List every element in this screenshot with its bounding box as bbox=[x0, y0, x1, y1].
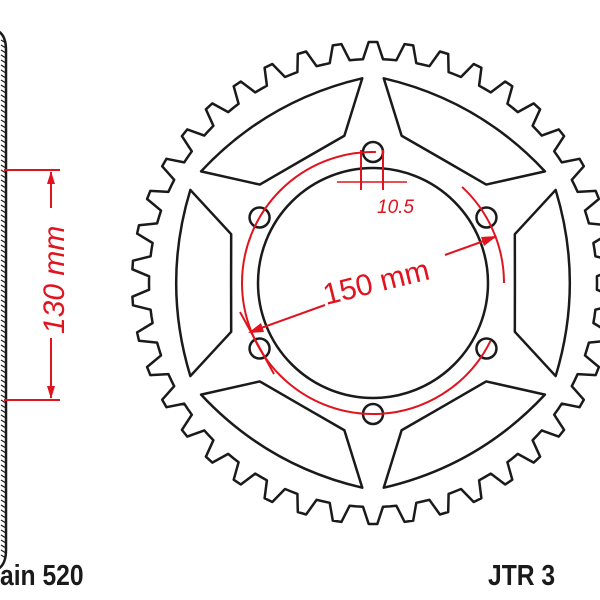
arrow-right-icon bbox=[481, 236, 497, 246]
side-view bbox=[0, 30, 8, 570]
center-bore bbox=[256, 166, 490, 400]
side-teeth bbox=[0, 39, 6, 559]
lightening-cutout bbox=[382, 77, 547, 186]
lightening-cutout bbox=[199, 380, 364, 489]
part-number-label: JTR 3 bbox=[488, 560, 556, 592]
pcd-circle bbox=[241, 151, 505, 415]
bolt-hole bbox=[475, 337, 498, 360]
arrow-up-icon bbox=[47, 171, 55, 184]
pcd-tick bbox=[239, 311, 275, 375]
arrow-down-icon bbox=[47, 386, 55, 399]
hub-width-label: 130 mm bbox=[38, 226, 71, 334]
side-plate bbox=[0, 30, 8, 570]
lightening-cutout bbox=[199, 77, 364, 186]
chain-size-label: ain 520 bbox=[0, 560, 84, 592]
lightening-cutout bbox=[382, 380, 547, 489]
front-view bbox=[131, 40, 600, 526]
arrow-left-icon bbox=[248, 323, 264, 333]
lightening-cutout bbox=[174, 188, 233, 378]
lightening-cutout bbox=[513, 188, 572, 378]
dimensions: 130 mm 150 mm 10.5 bbox=[4, 150, 505, 415]
sprocket-outline bbox=[131, 40, 600, 526]
bolt-hole bbox=[248, 206, 271, 229]
bolt-hole bbox=[248, 337, 271, 360]
bolt-hole-label: 10.5 bbox=[377, 197, 414, 218]
pcd-label: 150 mm bbox=[320, 254, 433, 312]
bolt-hole bbox=[475, 206, 498, 229]
